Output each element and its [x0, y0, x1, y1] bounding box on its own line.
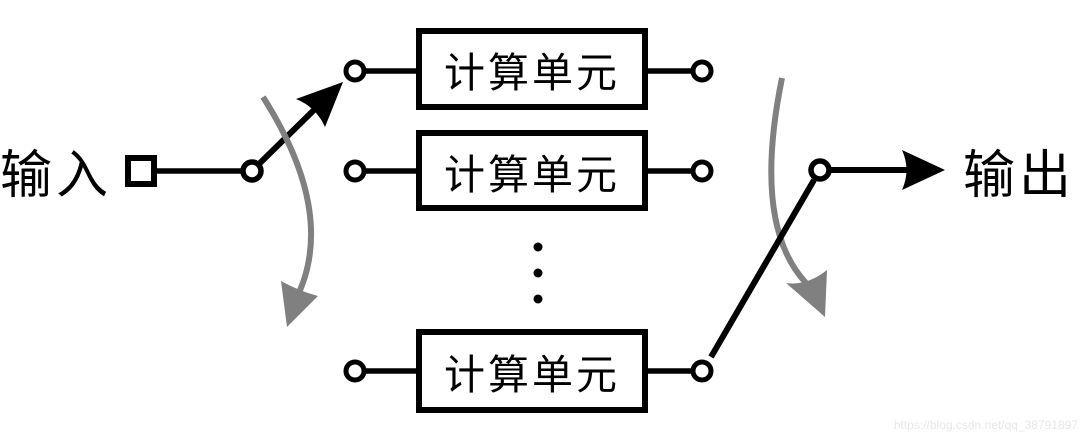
output-switch-arm: [708, 178, 817, 359]
unit-1-left-contact-circle: [343, 59, 367, 83]
unit-3-right-contact-circle: [690, 359, 714, 383]
right-sweep-arc: [768, 77, 809, 286]
vertical-ellipsis-dot: [533, 294, 543, 304]
left-sweep-arrowhead-icon: [281, 281, 318, 327]
left-sweep-arc: [260, 95, 314, 301]
unit-3-box: [416, 329, 648, 413]
unit-1-box: [416, 28, 648, 110]
vertical-ellipsis-dot: [533, 242, 543, 252]
unit-2-left-contact-circle: [343, 159, 367, 183]
output-pole-circle: [808, 158, 832, 182]
unit-3-label: 计算单元: [444, 352, 620, 398]
input-terminal-square: [125, 155, 157, 187]
unit-3-left-contact-circle: [343, 359, 367, 383]
watermark-url: https://blog.csdn.net/qq_38791897: [893, 418, 1078, 432]
unit-1-right-contact-circle: [690, 59, 714, 83]
input-switch-arrowhead-icon: [296, 82, 343, 127]
unit-2-label: 计算单元: [444, 151, 620, 198]
input-label: 输入: [0, 147, 113, 205]
unit-2-right-contact-circle: [690, 159, 714, 183]
output-label: 输出: [962, 147, 1075, 205]
right-sweep-arrowhead-icon: [786, 270, 827, 317]
vertical-ellipsis-dot: [533, 268, 543, 278]
output-arrowhead-icon: [902, 150, 945, 190]
input-pole-circle: [240, 159, 264, 183]
unit-2-box: [416, 130, 648, 211]
unit-1-label: 计算单元: [444, 50, 620, 96]
